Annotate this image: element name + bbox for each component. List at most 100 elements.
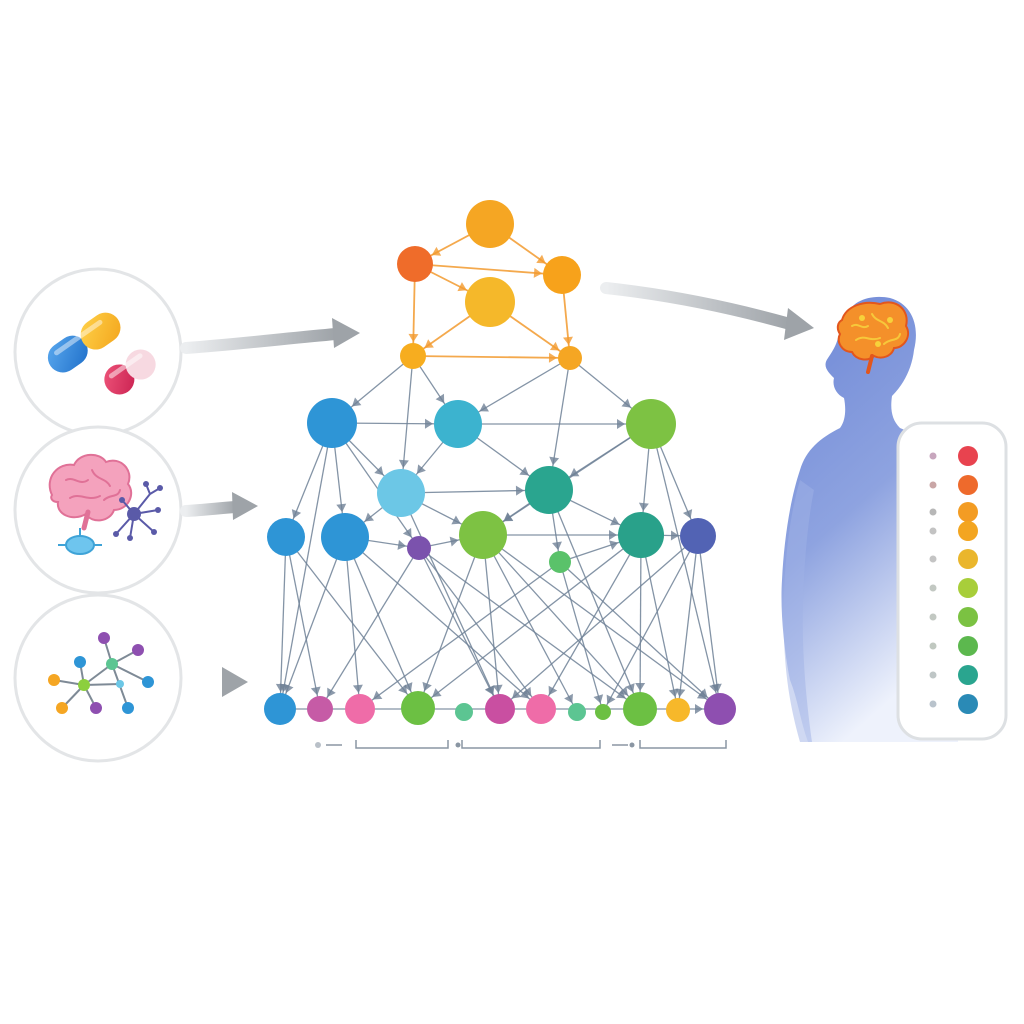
arrow-network-to-human: [600, 282, 814, 340]
edge-arrowhead: [424, 339, 434, 348]
network-edge: [279, 422, 333, 710]
network-node-c6: [618, 512, 664, 558]
arrow-drugs-to-network: [180, 318, 360, 354]
network-edge: [344, 536, 542, 710]
edge-arrowhead: [606, 694, 616, 705]
network-node-d6: [485, 694, 515, 724]
network-edge: [417, 534, 484, 709]
input-panel-molecule: [13, 593, 183, 763]
edge-arrowhead: [519, 466, 529, 476]
arrow-brain-to-network: [180, 492, 258, 520]
edge-arrowhead: [616, 689, 626, 699]
edge-arrowhead: [435, 393, 445, 404]
legend-color-dot: [958, 578, 978, 598]
network-edge: [418, 547, 542, 710]
edge-arrowhead: [374, 465, 384, 476]
edge-arrowhead: [638, 502, 649, 512]
edge-arrowhead: [609, 530, 617, 540]
network-node-d9: [595, 704, 611, 720]
edge-arrowhead: [522, 686, 532, 697]
edge-arrowhead: [515, 485, 525, 496]
legend-dots: [929, 446, 978, 714]
edge-arrowhead: [397, 539, 407, 550]
network-node-c7: [680, 518, 716, 554]
edge-arrowhead: [548, 685, 558, 696]
network-edge: [319, 547, 420, 710]
legend-color-dot: [958, 665, 978, 685]
edge-arrowhead: [372, 690, 383, 700]
edge-arrowhead: [519, 689, 529, 699]
orange-edge: [412, 355, 571, 359]
edge-arrowhead: [398, 684, 408, 694]
edge-arrowhead: [709, 683, 719, 693]
edge-arrowhead: [431, 246, 442, 256]
molecule-network-icon: [48, 632, 154, 714]
network-node-t3: [543, 256, 581, 294]
arrow-molecule-to-network: [180, 667, 248, 697]
network-edge: [285, 536, 419, 709]
edge-arrowhead: [548, 352, 558, 363]
edge-arrowhead: [512, 689, 522, 699]
legend-color-dot: [958, 694, 978, 714]
network-edge: [417, 534, 642, 709]
legend-small-dot: [929, 527, 937, 535]
edge-arrowhead: [408, 333, 419, 343]
edge-arrowhead: [492, 684, 503, 694]
network-edge: [602, 535, 699, 713]
network-node-c2: [321, 513, 369, 561]
network-edge: [285, 536, 321, 710]
network-node-d12: [704, 693, 736, 725]
edge-arrowhead: [422, 681, 432, 692]
edge-arrowhead: [635, 682, 646, 692]
network-edge: [482, 534, 501, 710]
legend-color-dot: [958, 549, 978, 569]
network-edge: [499, 535, 699, 710]
human-head-brain-icon: [836, 301, 910, 374]
edge-arrowhead: [569, 467, 580, 477]
network-edge: [331, 422, 420, 549]
network-node-t5: [400, 343, 426, 369]
network-node-a3: [626, 399, 676, 449]
edge-arrowhead: [610, 516, 620, 526]
legend-color-dot: [958, 475, 978, 495]
network-node-d10: [623, 692, 657, 726]
edge-arrowhead: [457, 282, 467, 292]
edge-arrowhead: [682, 509, 693, 519]
legend-color-dot: [958, 636, 978, 656]
edge-arrowhead: [670, 530, 680, 541]
network-node-d11: [666, 698, 690, 722]
network-edge: [548, 489, 641, 710]
network-node-a1: [307, 398, 357, 448]
edge-arrowhead: [617, 419, 625, 429]
legend-color-dot: [958, 607, 978, 627]
network-node-c4: [459, 511, 507, 559]
network-edge: [400, 489, 550, 494]
edge-arrowhead: [563, 336, 573, 346]
edge-arrowhead: [402, 527, 412, 538]
network-node-b2: [525, 466, 573, 514]
network-node-t1: [466, 200, 514, 248]
network-node-c3: [407, 536, 431, 560]
edge-arrowhead: [279, 683, 290, 693]
bottom-bracket-marks: [315, 740, 727, 749]
edge-arrowhead: [609, 540, 619, 550]
legend-small-dot: [929, 555, 937, 563]
legend-small-dot: [929, 642, 937, 650]
edge-arrowhead: [449, 536, 459, 547]
edge-arrowhead: [549, 341, 560, 351]
network-node-t2: [397, 246, 433, 282]
network-edge: [640, 534, 679, 711]
legend-panel: [896, 421, 1008, 741]
legend-color-dot: [958, 521, 978, 541]
edge-arrowhead: [593, 694, 604, 704]
network-edge: [418, 547, 501, 710]
network-edge: [540, 534, 642, 710]
edge-arrowhead: [479, 402, 489, 412]
network-node-t4: [465, 277, 515, 327]
edge-arrowhead: [564, 693, 573, 704]
input-panel-drugs: [13, 267, 183, 437]
legend-small-dot: [929, 508, 937, 516]
network-edge: [400, 492, 501, 710]
network-node-t6: [558, 346, 582, 370]
